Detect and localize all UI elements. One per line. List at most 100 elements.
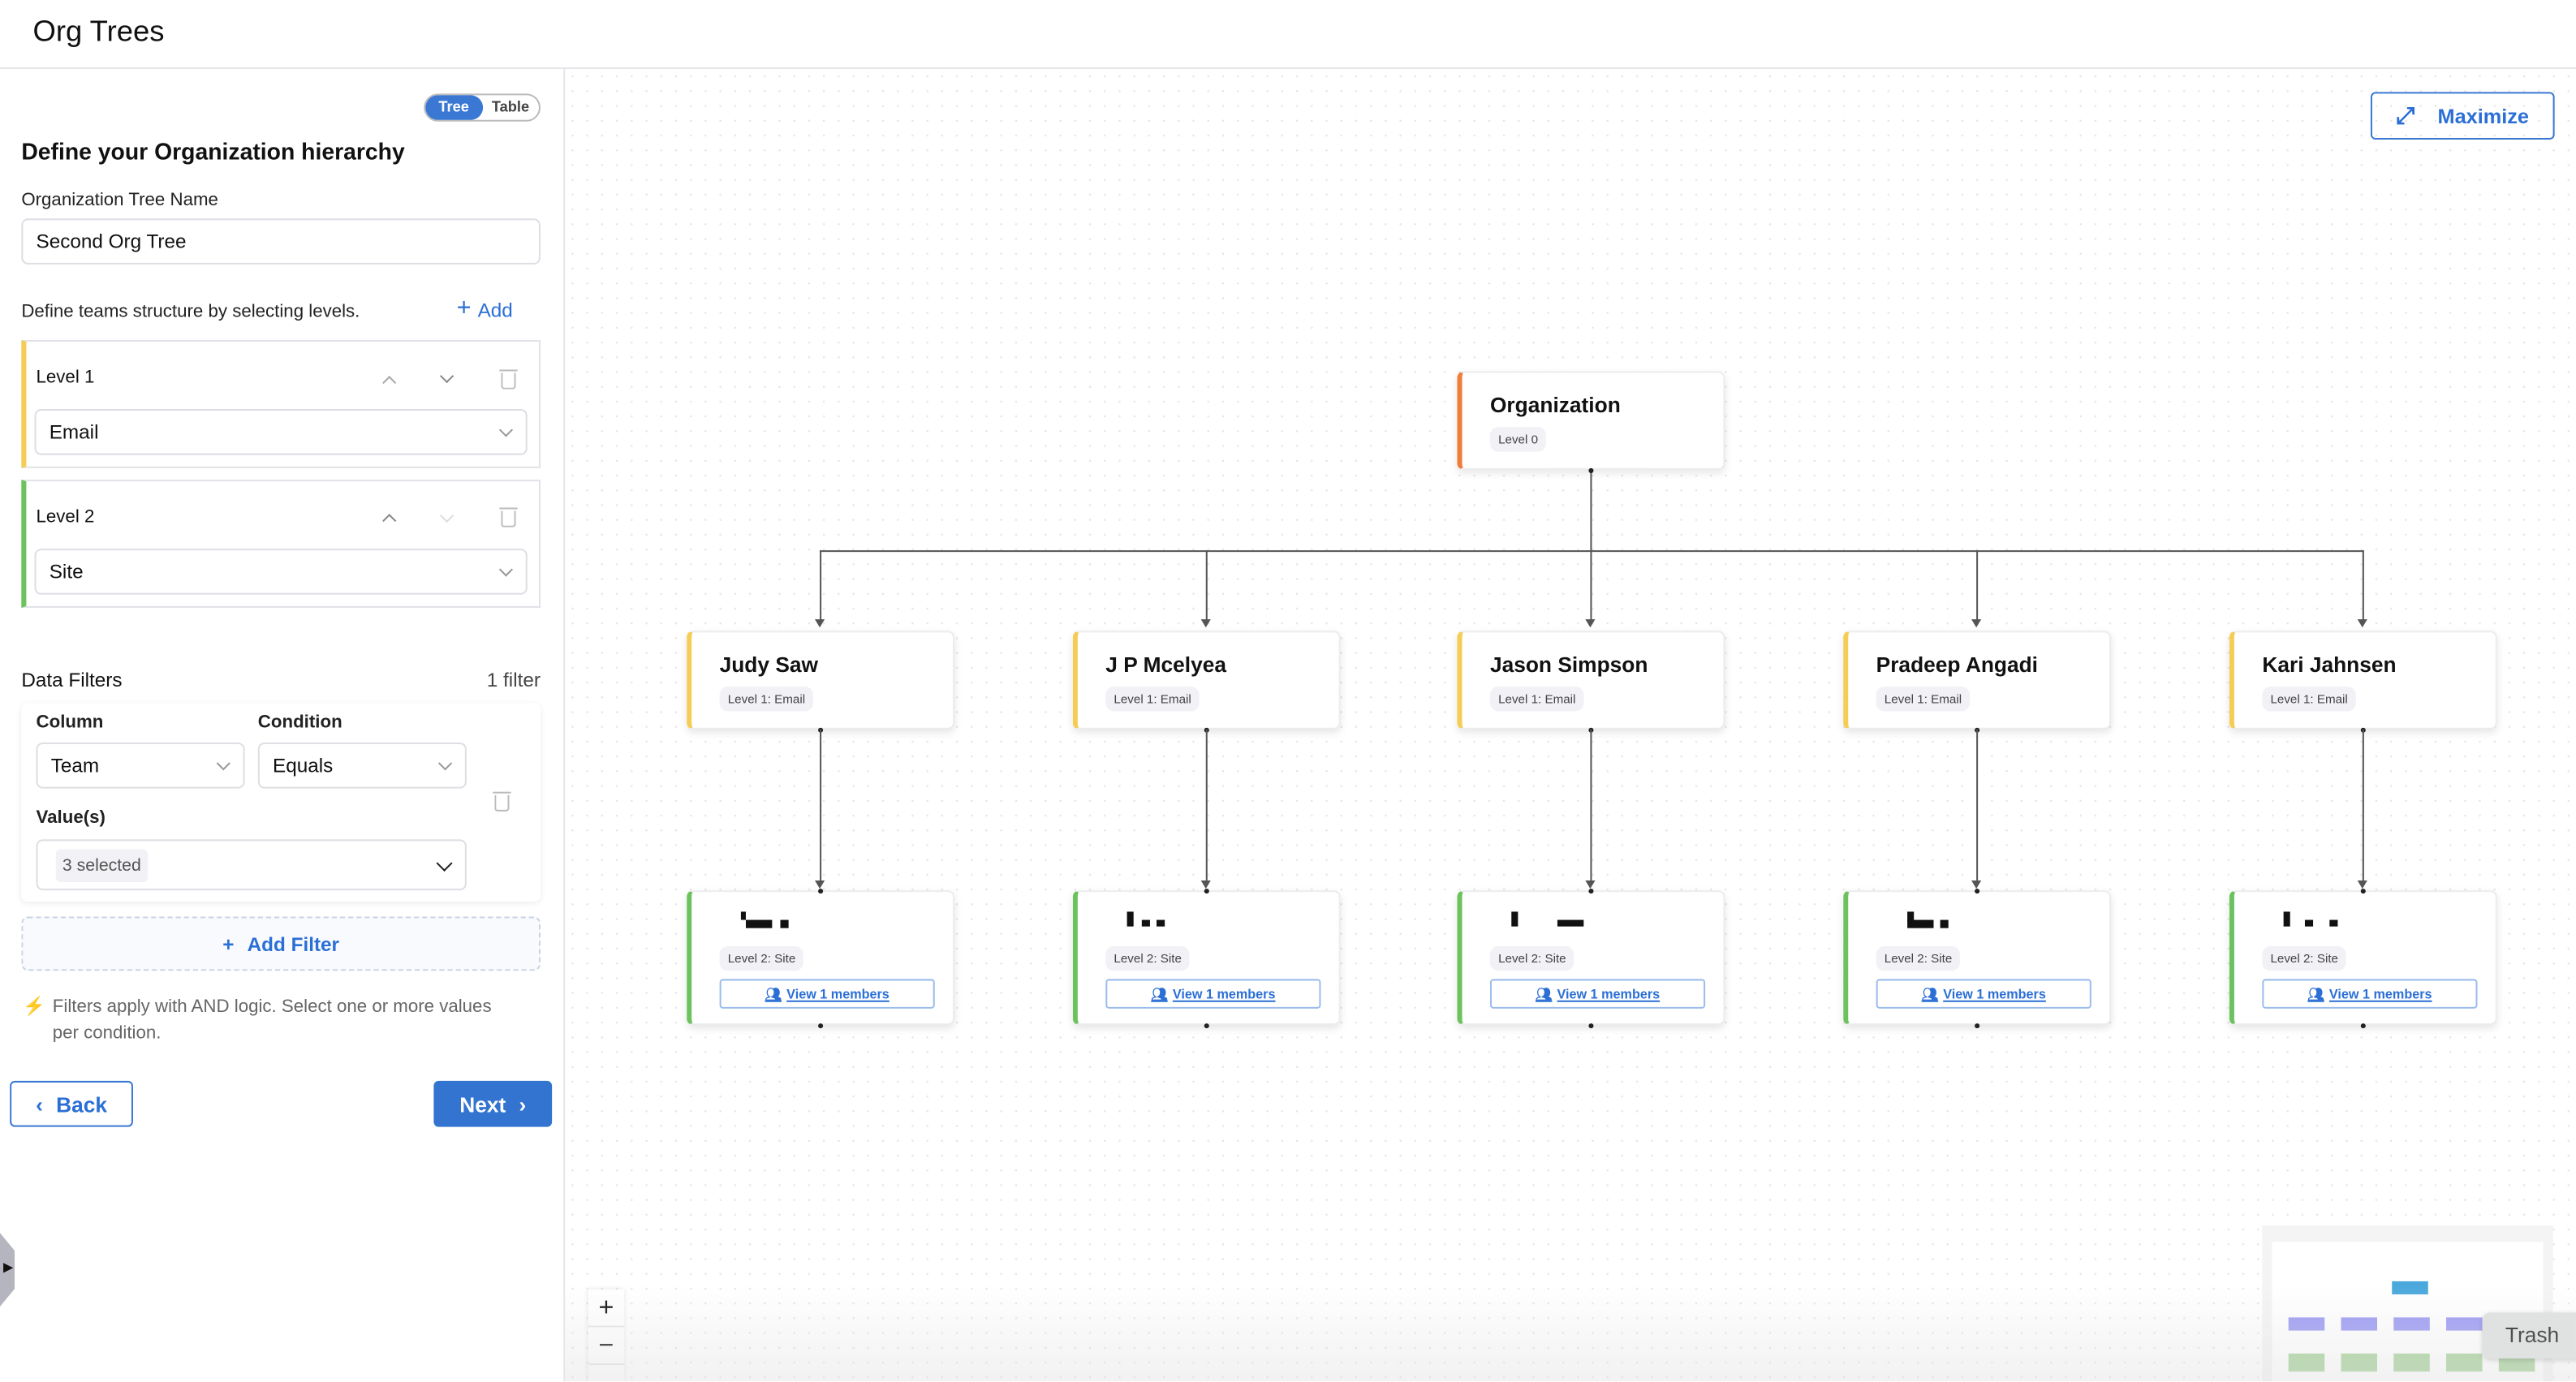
add-filter-button[interactable]: +Add Filter	[21, 916, 541, 971]
data-filters-title: Data Filters	[21, 668, 123, 692]
level-2-node[interactable]: Level 2: Site👥︎View 1 members	[1457, 890, 1725, 1026]
arrow-icon	[815, 880, 825, 889]
zoom-out-button[interactable]: −	[588, 1328, 625, 1366]
redacted-block	[1126, 911, 1134, 927]
arrow-icon	[1971, 619, 1982, 628]
next-button[interactable]: Next›	[433, 1080, 553, 1127]
move-up-icon[interactable]	[382, 514, 397, 528]
level-label: Level 1	[36, 368, 95, 388]
trash-icon[interactable]	[499, 369, 518, 390]
minimap-node	[2341, 1317, 2378, 1331]
arrow-icon	[2357, 880, 2367, 889]
view-members-button[interactable]: 👥︎View 1 members	[1105, 979, 1321, 1009]
maximize-button[interactable]: ⤢Maximize	[2370, 92, 2555, 140]
sidebar: Tree Table Define your Organization hier…	[0, 69, 566, 1382]
trash-icon[interactable]	[499, 507, 518, 527]
app-header: Org Trees	[0, 0, 2576, 70]
trash-tooltip: Trash	[2482, 1312, 2576, 1359]
redacted-block	[1157, 919, 1165, 927]
redacted-block	[2329, 919, 2338, 927]
handle-dot	[1204, 1023, 1209, 1029]
redacted-block	[780, 919, 789, 928]
tree-name-input[interactable]: Second Org Tree	[21, 218, 541, 265]
handle-dot	[2360, 889, 2366, 894]
handle-dot	[1204, 889, 1209, 894]
users-icon: 👥︎	[1921, 986, 1939, 1001]
view-members-button[interactable]: 👥︎View 1 members	[2262, 979, 2478, 1009]
view-members-button[interactable]: 👥︎View 1 members	[1489, 979, 1706, 1009]
handle-dot	[818, 889, 824, 894]
lightning-icon: ⚡	[23, 997, 46, 1017]
level-badge: Level 1: Email	[1489, 687, 1584, 712]
values-select[interactable]: 3 selected	[36, 839, 467, 891]
users-icon: 👥︎	[1151, 986, 1168, 1001]
zoom-in-button[interactable]: +	[588, 1289, 625, 1328]
redacted-block	[1907, 919, 1934, 928]
arrow-icon	[2357, 619, 2367, 628]
move-down-icon[interactable]	[439, 368, 454, 384]
view-toggle[interactable]: Tree Table	[424, 93, 541, 122]
move-down-icon[interactable]	[439, 509, 454, 523]
minimap-node	[2288, 1317, 2325, 1331]
selected-chip: 3 selected	[55, 848, 148, 881]
trash-icon[interactable]	[493, 791, 511, 812]
column-label: Column	[36, 713, 104, 733]
plus-icon: +	[222, 932, 235, 956]
redacted-name	[1511, 911, 1593, 928]
page-title: Org Trees	[32, 15, 165, 48]
zoom-controls: + −	[588, 1289, 625, 1382]
level-badge: Level 2: Site	[1105, 945, 1191, 971]
level-2-node[interactable]: Level 2: Site 👥︎View 1 members	[1072, 890, 1341, 1026]
minimap-node	[2393, 1317, 2430, 1331]
redacted-block	[1907, 911, 1915, 922]
users-icon: 👥︎	[765, 986, 782, 1001]
view-members-button[interactable]: 👥︎View 1 members	[719, 979, 935, 1009]
level-1-select[interactable]: Email	[34, 409, 528, 455]
level-label: Level 2	[36, 507, 95, 527]
condition-select[interactable]: Equals	[257, 742, 467, 789]
section-heading: Define your Organization hierarchy	[21, 138, 405, 165]
users-icon: 👥︎	[2307, 986, 2324, 1001]
arrow-icon	[815, 619, 825, 628]
move-up-icon[interactable]	[382, 376, 397, 390]
column-select[interactable]: Team	[36, 742, 245, 789]
redacted-block	[745, 919, 773, 928]
redacted-name	[1898, 911, 1979, 928]
add-level-button[interactable]: +Add	[456, 294, 513, 322]
arrow-icon	[1971, 880, 1982, 889]
level-2-node[interactable]: Level 2: Site👥︎View 1 members	[1843, 890, 2112, 1026]
level-2-node[interactable]: Level 2: Site👥︎View 1 members	[2229, 890, 2497, 1026]
connector-line	[1590, 550, 1592, 622]
node-name: Judy Saw	[719, 652, 818, 677]
redacted-block	[1940, 919, 1949, 928]
panel-handle[interactable]	[0, 1232, 15, 1308]
view-members-button[interactable]: 👥︎View 1 members	[1876, 979, 2091, 1009]
chevron-left-icon: ‹	[36, 1091, 43, 1117]
level-badge: Level 2: Site	[719, 945, 804, 971]
arrow-icon	[1585, 880, 1596, 889]
node-name: Pradeep Angadi	[1876, 652, 2038, 677]
back-button[interactable]: ‹Back	[10, 1080, 133, 1127]
connector-line	[1205, 729, 1208, 880]
toggle-table[interactable]: Table	[491, 98, 530, 115]
level-2-select[interactable]: Site	[34, 549, 528, 595]
level-badge: Level 1: Email	[1105, 687, 1200, 712]
redacted-block	[2304, 919, 2314, 927]
condition-label: Condition	[257, 713, 342, 733]
chevron-down-icon	[436, 854, 453, 871]
toggle-tree[interactable]: Tree	[425, 95, 483, 120]
level-badge: Level 1: Email	[1876, 687, 1971, 712]
chevron-down-icon	[498, 423, 514, 437]
connector-line	[1590, 729, 1592, 880]
handle-dot	[818, 1023, 824, 1029]
level-2-node[interactable]: Level 2: Site 👥︎View 1 members	[687, 890, 955, 1026]
values-label: Value(s)	[36, 807, 106, 829]
level-badge: Level 0	[1489, 427, 1547, 452]
org-root-node[interactable]: Organization Level 0	[1457, 371, 1725, 470]
